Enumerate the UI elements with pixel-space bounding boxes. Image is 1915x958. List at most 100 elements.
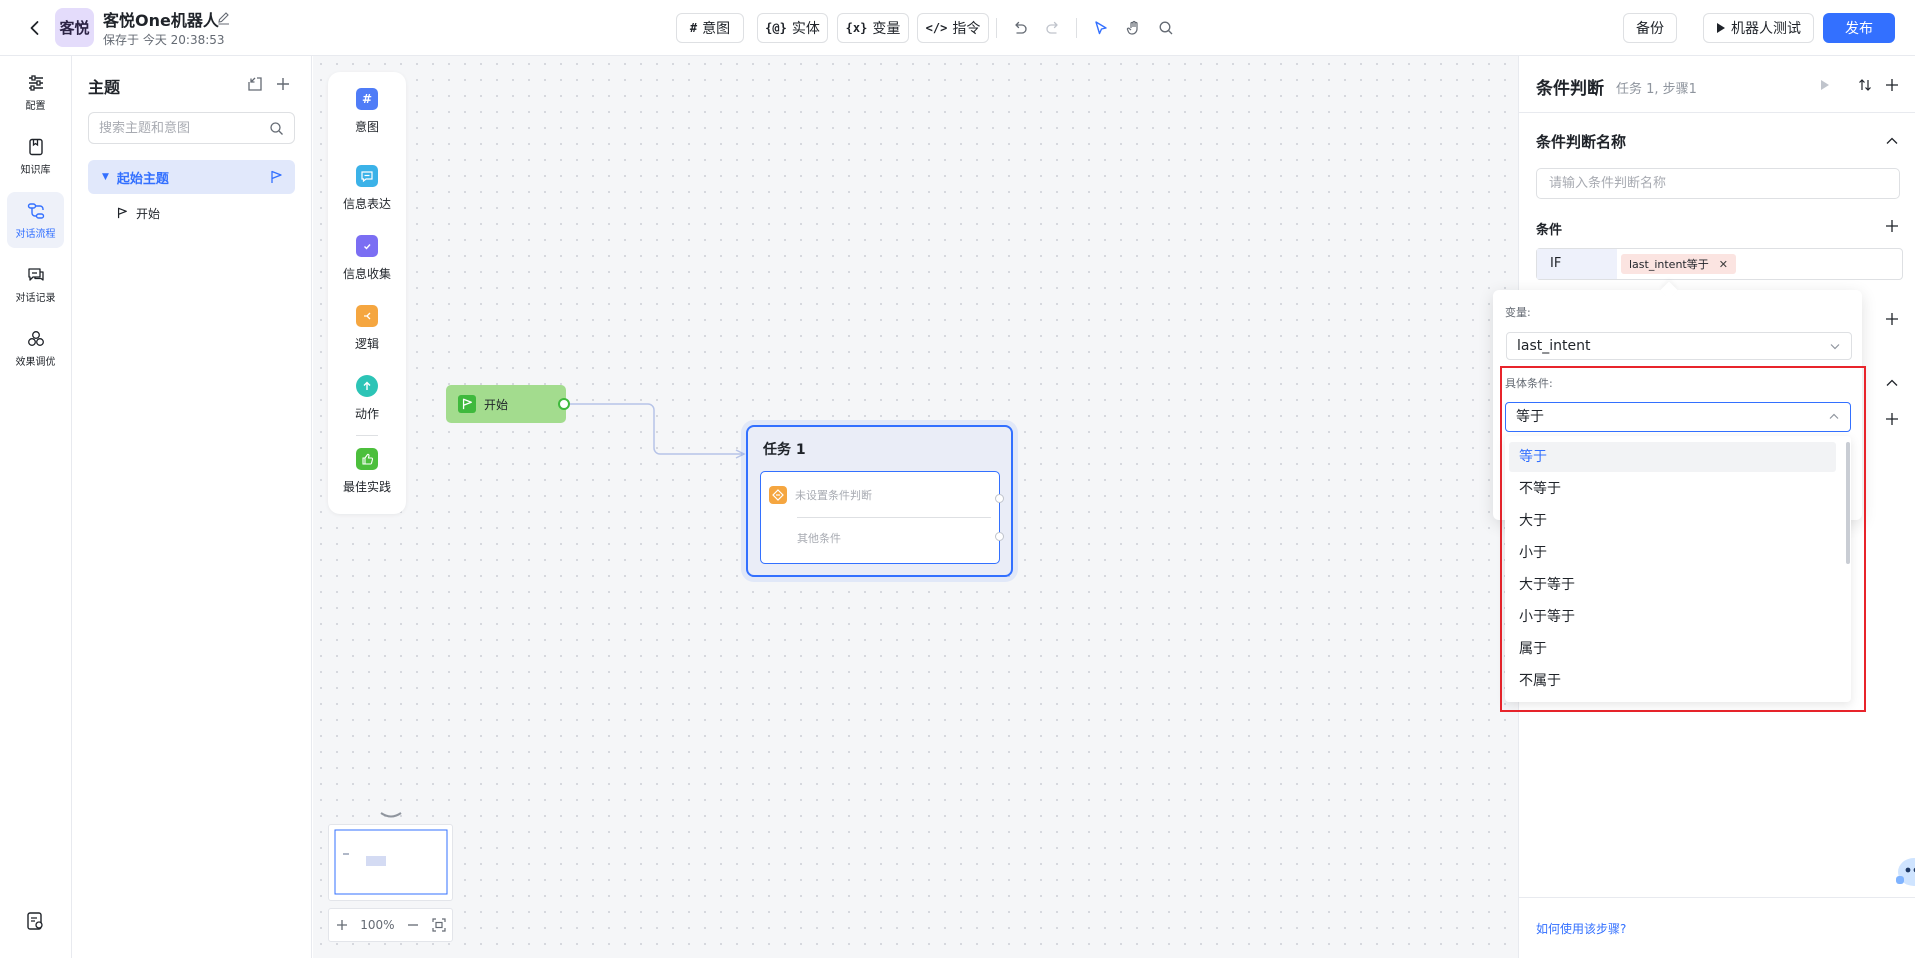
- add-icon[interactable]: [1885, 412, 1899, 426]
- play-icon[interactable]: [1816, 76, 1834, 94]
- import-icon[interactable]: [246, 75, 264, 93]
- condition-diamond-icon: [769, 486, 787, 504]
- add-topic-icon[interactable]: [274, 75, 292, 93]
- condition-select-value: 等于: [1516, 409, 1544, 425]
- zoom-out-icon[interactable]: [405, 917, 421, 933]
- topic-search-input[interactable]: [99, 119, 259, 137]
- variable-select-value: last_intent: [1517, 338, 1591, 354]
- help-link[interactable]: 如何使用该步骤?: [1536, 922, 1627, 936]
- add-condition-icon[interactable]: [1885, 219, 1899, 233]
- start-node-label: 开始: [484, 397, 509, 412]
- variable-icon: {x}: [845, 21, 868, 35]
- back-arrow-icon[interactable]: [24, 17, 46, 39]
- flow-icon: [27, 202, 44, 219]
- dropdown-option[interactable]: 大于: [1519, 513, 1547, 529]
- palette-item-collect[interactable]: 信息收集: [328, 235, 406, 282]
- sliders-icon: [28, 74, 43, 91]
- nav-item-config[interactable]: 配置: [7, 64, 64, 120]
- zoom-level: 100%: [360, 918, 395, 932]
- topic-search: [88, 112, 295, 144]
- close-icon[interactable]: ✕: [1718, 257, 1728, 271]
- play-icon: [1717, 23, 1725, 33]
- other-condition-port[interactable]: [995, 532, 1004, 541]
- fit-view-icon[interactable]: [431, 917, 447, 933]
- chevron-down-icon: [1830, 344, 1840, 350]
- minimap[interactable]: [328, 824, 453, 901]
- nav-item-tuning[interactable]: 效果调优: [7, 320, 64, 376]
- tune-icon: [27, 330, 44, 346]
- search-icon[interactable]: [1155, 17, 1177, 39]
- dropdown-scrollbar[interactable]: [1846, 442, 1850, 564]
- pointer-icon[interactable]: [1090, 17, 1112, 39]
- node-palette: # 意图 信息表达 信息收集 逻辑 动作: [328, 72, 406, 514]
- start-node-port[interactable]: [558, 398, 570, 410]
- variable-button-label: 变量: [872, 21, 901, 37]
- condition-port[interactable]: [995, 494, 1004, 503]
- undo-icon[interactable]: [1009, 17, 1031, 39]
- palette-item-label: 信息表达: [342, 197, 391, 211]
- assistant-robot-icon[interactable]: [1894, 854, 1915, 890]
- palette-item-best-practice[interactable]: 最佳实践: [328, 448, 406, 495]
- dropdown-option[interactable]: 属于: [1519, 641, 1547, 657]
- minimap-toggle-icon[interactable]: [380, 811, 402, 821]
- condition-step[interactable]: 未设置条件判断 其他条件: [760, 471, 1004, 564]
- save-status: 保存于 今天 20:38:53: [103, 33, 225, 47]
- settings-doc-icon[interactable]: [24, 910, 46, 932]
- entity-button-label: 实体: [791, 21, 820, 37]
- nav-item-history[interactable]: 对话记录: [7, 256, 64, 312]
- chevron-up-icon[interactable]: [1885, 376, 1899, 390]
- highlight-box: [1500, 366, 1866, 712]
- sort-icon[interactable]: [1856, 76, 1874, 94]
- redo-icon[interactable]: [1042, 17, 1064, 39]
- dropdown-option[interactable]: 大于等于: [1519, 577, 1575, 593]
- flag-icon: [271, 170, 282, 183]
- palette-item-logic[interactable]: 逻辑: [328, 305, 406, 352]
- top-bar: 客悦 客悦One机器人 保存于 今天 20:38:53 # 意图 {@} 实体 …: [0, 0, 1915, 56]
- app-title: 客悦One机器人: [103, 11, 219, 30]
- backup-button[interactable]: 备份: [1623, 13, 1677, 43]
- hand-icon[interactable]: [1123, 17, 1145, 39]
- if-condition-row[interactable]: IF last_intent等于 ✕: [1536, 248, 1903, 280]
- nav-item-flow[interactable]: 对话流程: [7, 192, 64, 248]
- dropdown-option[interactable]: 不属于: [1519, 673, 1561, 689]
- task-node[interactable]: 任务 1 未设置条件判断 其他条件: [746, 425, 1013, 577]
- variable-button[interactable]: {x} 变量: [837, 13, 909, 43]
- edit-pencil-icon[interactable]: [217, 11, 231, 25]
- intent-button[interactable]: # 意图: [676, 13, 744, 43]
- command-button[interactable]: </> 指令: [917, 13, 989, 43]
- condition-tag[interactable]: last_intent等于 ✕: [1621, 254, 1736, 274]
- start-node[interactable]: 开始: [446, 385, 566, 423]
- palette-item-intent[interactable]: # 意图: [328, 88, 406, 135]
- palette-item-label: 最佳实践: [342, 480, 391, 494]
- search-icon[interactable]: [269, 121, 284, 136]
- add-icon[interactable]: [1885, 312, 1899, 326]
- nav-item-label: 效果调优: [15, 356, 56, 368]
- dropdown-option[interactable]: 不等于: [1519, 481, 1561, 497]
- publish-button[interactable]: 发布: [1823, 13, 1895, 43]
- entity-button[interactable]: {@} 实体: [757, 13, 828, 43]
- add-icon[interactable]: [1883, 76, 1901, 94]
- zoom-in-icon[interactable]: [334, 917, 350, 933]
- dropdown-option[interactable]: 小于等于: [1519, 609, 1575, 625]
- hash-icon: #: [689, 21, 698, 35]
- palette-item-action[interactable]: 动作: [328, 375, 406, 422]
- dropdown-option[interactable]: 小于: [1519, 545, 1547, 561]
- flow-canvas[interactable]: # 意图 信息表达 信息收集 逻辑 动作: [313, 56, 1518, 958]
- variable-select[interactable]: last_intent: [1506, 332, 1852, 360]
- code-icon: </>: [925, 21, 948, 35]
- variable-label: 变量:: [1505, 306, 1531, 319]
- topic-root-label: 起始主题: [116, 171, 169, 187]
- dropdown-option[interactable]: 等于: [1509, 442, 1836, 472]
- flow-connector: [570, 403, 746, 459]
- topic-child-item[interactable]: 开始: [116, 203, 160, 223]
- robot-test-button[interactable]: 机器人测试: [1703, 13, 1814, 43]
- nav-item-knowledge[interactable]: 知识库: [7, 128, 64, 184]
- chevron-up-icon[interactable]: [1885, 134, 1899, 148]
- palette-item-label: 信息收集: [342, 267, 391, 281]
- toolbar-divider: [1076, 18, 1077, 38]
- condition-name-input[interactable]: [1536, 168, 1900, 199]
- palette-item-label: 逻辑: [354, 337, 379, 351]
- topic-root-item[interactable]: ▼ 起始主题: [88, 160, 295, 194]
- palette-item-message[interactable]: 信息表达: [328, 165, 406, 212]
- condition-select[interactable]: 等于: [1505, 402, 1851, 432]
